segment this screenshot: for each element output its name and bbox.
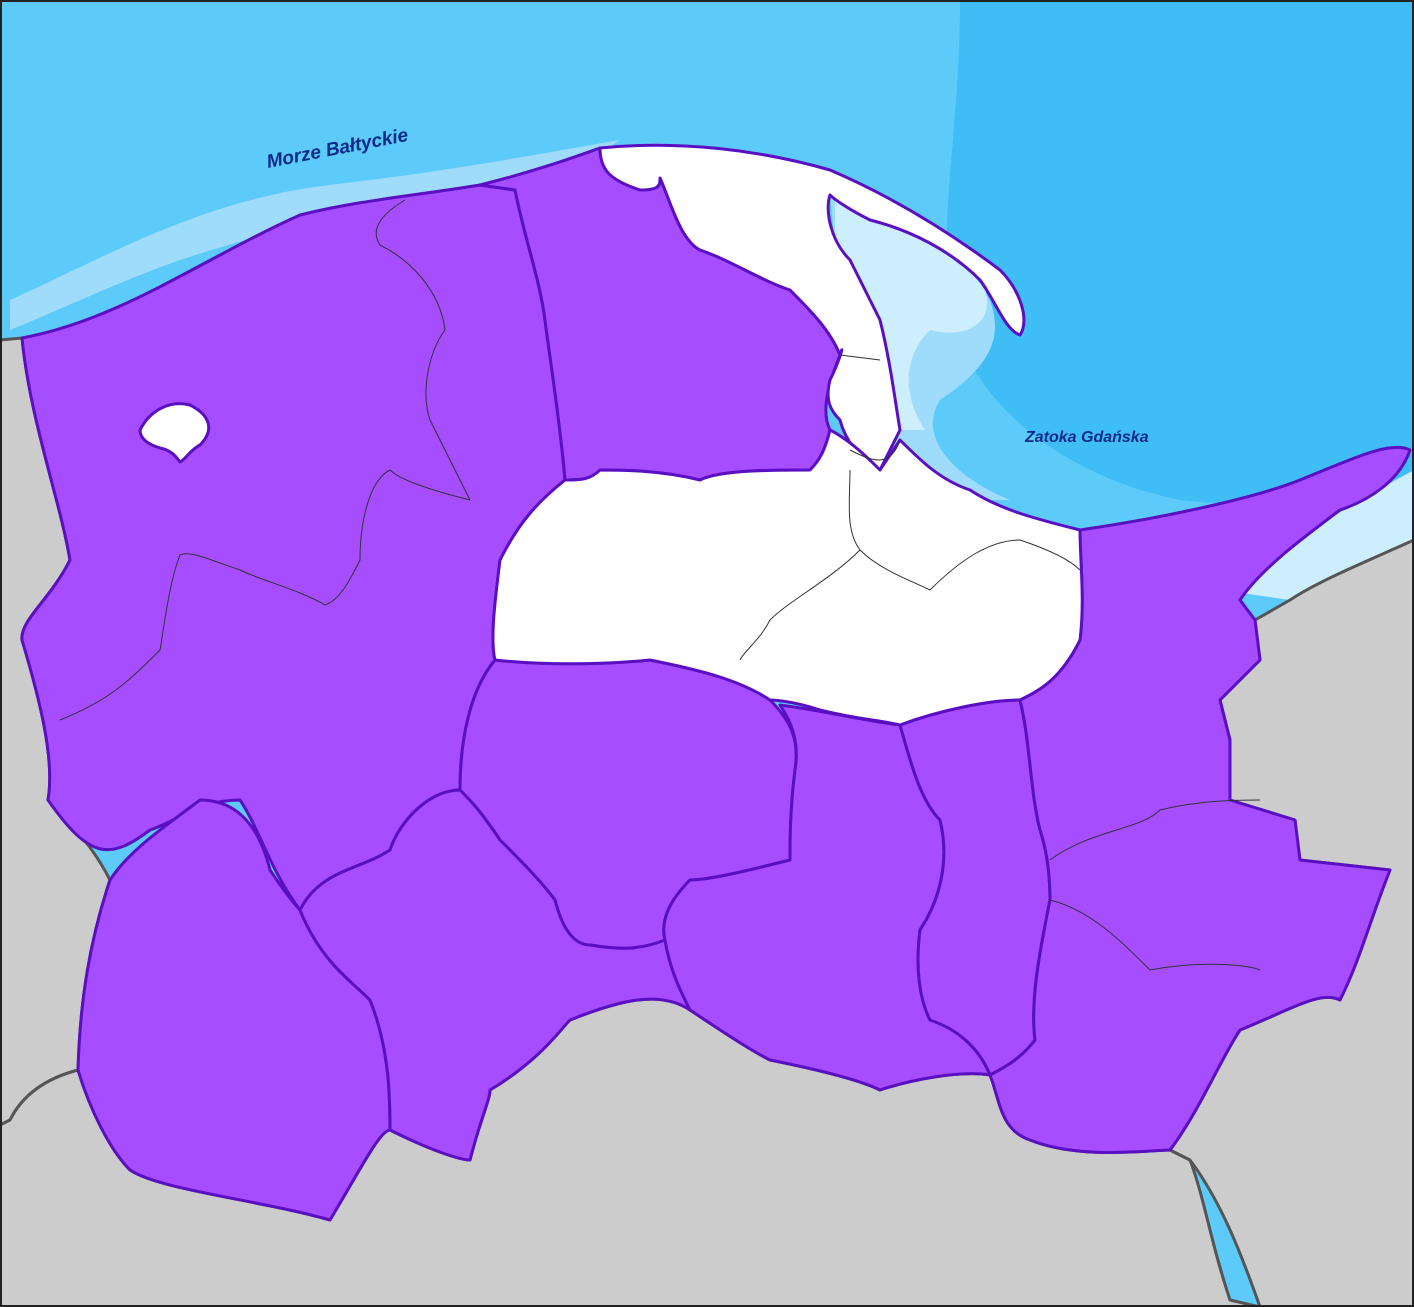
excluded-tricity [491,428,1084,727]
inner-border-2 [59,469,471,721]
excluded-enclave-west [138,402,211,464]
excluded-hel-peninsula [598,143,1026,472]
inner-border-6 [1049,799,1261,861]
inner-border-4 [739,549,861,661]
sea-deep-zone [946,0,1414,504]
gulf-label: Zatoka Gdańska [1024,429,1149,446]
inner-border-3 [848,469,1081,591]
inner-border-7 [839,354,901,461]
inner-border-5 [1049,899,1261,971]
region-east [988,445,1412,1154]
inner-border-1 [375,199,471,501]
